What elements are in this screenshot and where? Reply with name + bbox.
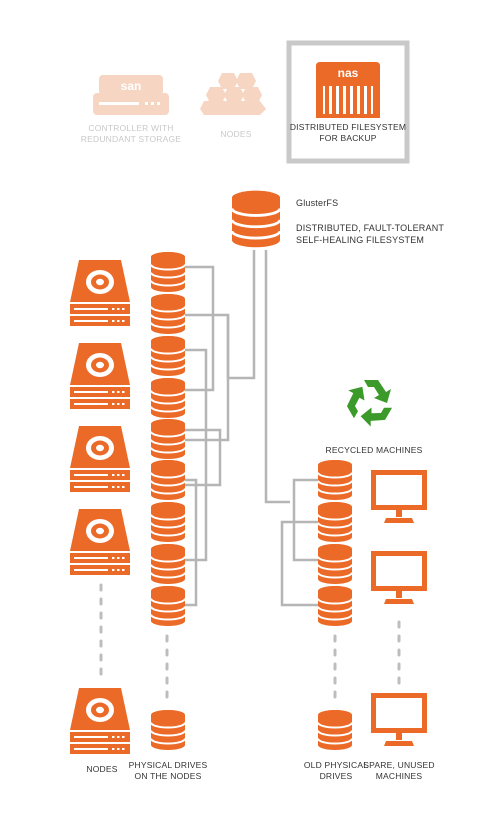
- node-servers: [70, 260, 130, 754]
- database-icon: [151, 252, 185, 292]
- database-icon: [318, 544, 352, 584]
- glusterfs-description: DISTRIBUTED, FAULT-TOLERANT SELF-HEALING…: [296, 223, 445, 245]
- recycled-drives: [318, 460, 352, 750]
- database-icon: [318, 502, 352, 542]
- database-icon: [151, 419, 185, 459]
- node-drives: [151, 252, 185, 750]
- recycle-icon: [346, 380, 393, 427]
- database-icon: [151, 544, 185, 584]
- monitor-icon: [371, 551, 427, 604]
- database-icon: [318, 710, 352, 750]
- nas-option[interactable]: nas: [286, 40, 410, 164]
- nodes-option-label: NODES: [220, 129, 252, 139]
- nas-badge: nas: [338, 66, 359, 80]
- database-icon: [151, 460, 185, 500]
- nas-icon: nas: [316, 62, 380, 118]
- san-option[interactable]: san: [93, 75, 169, 115]
- nodes-label: NODES: [86, 764, 118, 774]
- server-icon: [70, 509, 130, 575]
- monitor-icon: [371, 470, 427, 523]
- server-icon: [70, 688, 130, 754]
- database-icon: [318, 586, 352, 626]
- continuation-dots: [99, 583, 401, 704]
- nodes-option[interactable]: [200, 73, 266, 115]
- server-icon: [70, 426, 130, 492]
- san-badge: san: [121, 79, 142, 93]
- nodes-cluster-icon: [200, 73, 266, 115]
- server-icon: [70, 260, 130, 326]
- spare-machines-label: SPARE, UNUSED MACHINES: [363, 760, 435, 781]
- database-icon: [151, 502, 185, 542]
- database-icon: [151, 336, 185, 376]
- old-drives-label: OLD PHYSICAL DRIVES: [303, 760, 369, 781]
- connector-lines: [185, 250, 320, 607]
- glusterfs-title: GlusterFS: [296, 198, 339, 208]
- physical-drives-label: PHYSICAL DRIVES ON THE NODES: [128, 760, 208, 781]
- database-icon: [318, 460, 352, 500]
- monitor-icon: [371, 693, 427, 746]
- database-icon: [151, 586, 185, 626]
- database-icon: [151, 294, 185, 334]
- san-icon: san: [93, 75, 169, 115]
- recycled-machines-label: RECYCLED MACHINES: [325, 445, 423, 455]
- database-icon: [151, 710, 185, 750]
- glusterfs-database-icon: [232, 189, 280, 249]
- spare-machines: [371, 470, 427, 746]
- san-label: CONTROLLER WITH REDUNDANT STORAGE: [80, 123, 182, 144]
- selection-frame: [286, 40, 410, 164]
- nas-label: DISTRIBUTED FILESYSTEM FOR BACKUP: [289, 122, 407, 143]
- database-icon: [151, 378, 185, 418]
- server-icon: [70, 343, 130, 409]
